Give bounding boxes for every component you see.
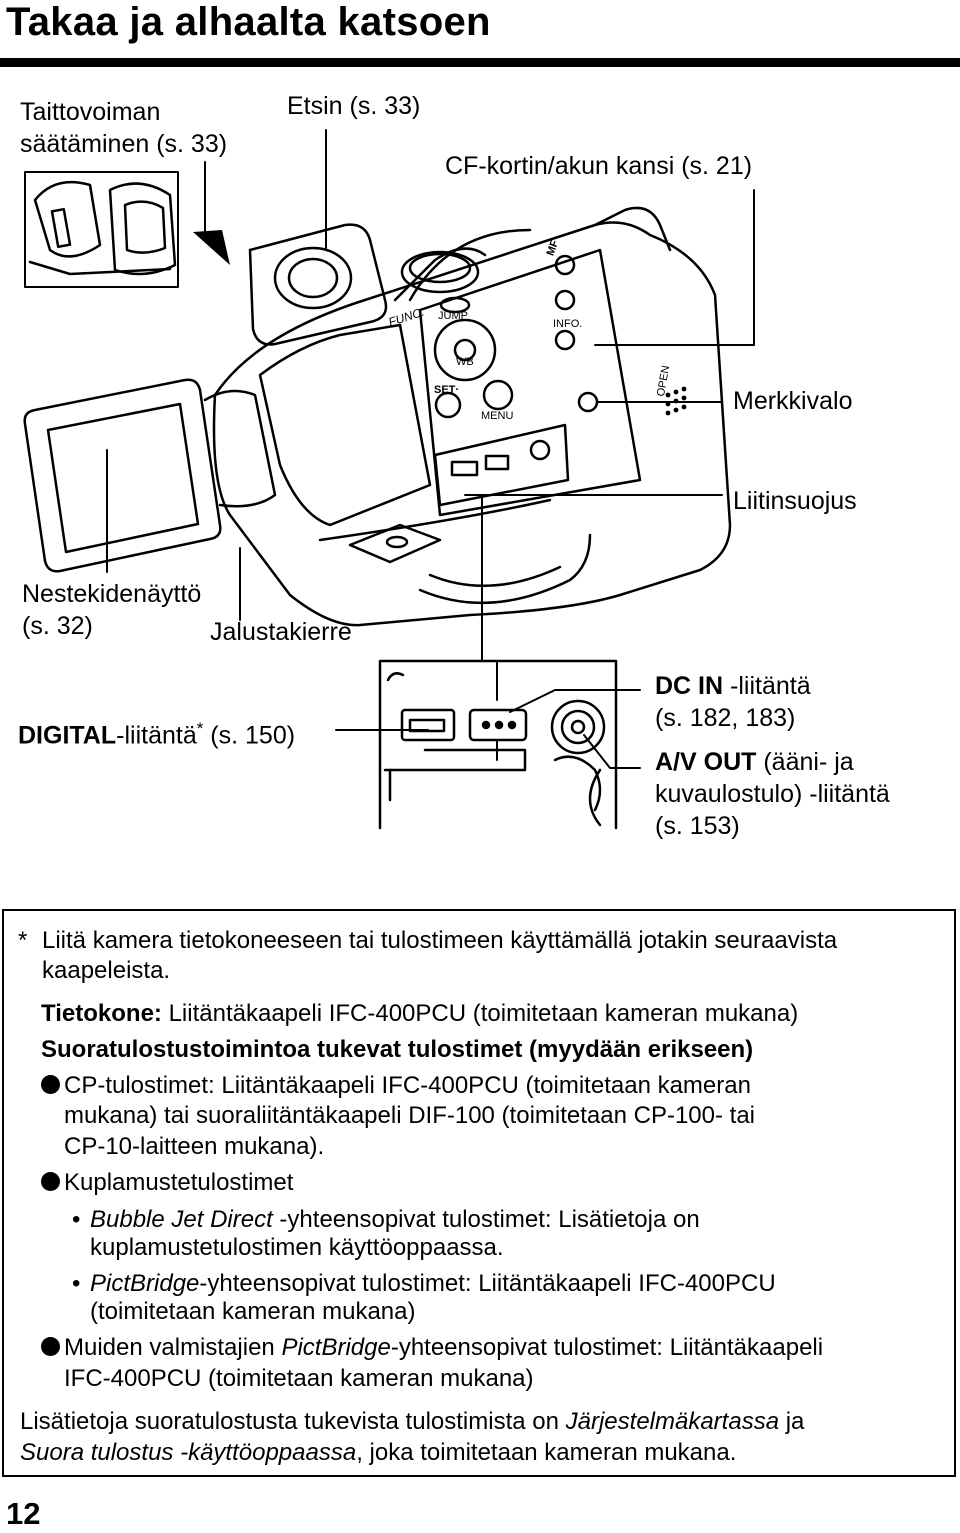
note-bj-rest: -yhteensopivat tulostimet: Lisätietoja o… [272, 1206, 700, 1233]
bullet-dot [41, 1075, 60, 1094]
lcd-label-line1: Nestekidenäyttö [22, 580, 202, 608]
lcd-label: Nestekidenäyttö (s. 32) [22, 578, 201, 642]
viewfinder-eyecup [248, 223, 388, 346]
note-other-rest: -yhteensopivat tulostimet: Liitäntäkaape… [390, 1334, 824, 1361]
tripod-label: Jalustakierre [210, 618, 352, 646]
bullet-dot [41, 1337, 60, 1356]
note-other-line2: IFC-400PCU (toimitetaan kameran mukana) [64, 1365, 534, 1392]
digital-label-page: (s. 150) [203, 721, 296, 750]
bullet-small: • [72, 1206, 81, 1233]
note-pb-italic: PictBridge [90, 1270, 200, 1297]
diopter-label-line1: Taittovoiman [20, 98, 161, 126]
av-out-line2: kuvaulostulo) -liitäntä [655, 780, 890, 808]
note-other-italic: PictBridge [281, 1334, 391, 1361]
note-direct-heading: Suoratulostustoimintoa tukevat tulostime… [41, 1036, 754, 1063]
note-pb-line2: (toimitetaan kameran mukana) [90, 1298, 416, 1325]
cf-cover-label: CF-kortin/akun kansi (s. 21) [445, 152, 753, 180]
diopter-label-line2: säätäminen (s. 33) [20, 130, 228, 158]
digital-terminal-label: DIGITAL-liitäntä* (s. 150) [18, 713, 295, 751]
menu-mark: MENU [481, 410, 514, 422]
diopter-label: Taittovoiman säätäminen (s. 33) [20, 96, 227, 160]
note-bubble-text: Kuplamustetulostimet [64, 1169, 294, 1196]
note-pc-line: Tietokone: Liitäntäkaapeli IFC-400PCU (t… [41, 998, 798, 1029]
lens [418, 533, 592, 605]
note-pb-line1: • PictBridge-yhteensopivat tulostimet: Li… [72, 1268, 776, 1299]
info-mark: INFO. [553, 318, 583, 330]
note-cp-text1: CP-tulostimet: Liitäntäkaapeli IFC-400PC… [64, 1072, 751, 1099]
bullet-small: • [72, 1270, 81, 1297]
note-star: * [18, 927, 28, 954]
av-out-page: (s. 153) [655, 812, 740, 840]
terminal-cover-label: Liitinsuojus [733, 487, 857, 515]
note-footer-italic1: Järjestelmäkartassa [565, 1408, 780, 1435]
note-intro-line1: Liitä kamera tietokoneeseen tai tulostim… [42, 927, 838, 954]
mode-dial [400, 250, 480, 294]
note-intro-line2: kaapeleista. [42, 957, 171, 984]
dc-in-rest: -liitäntä [723, 672, 811, 700]
cable-note-box: * Liitä kamera tietokoneeseen tai tulost… [2, 909, 956, 1477]
av-out-label: A/V OUT (ääni- ja kuvaulostulo) -liitänt… [655, 746, 890, 842]
note-cp-line2: mukana) tai suoraliitäntäkaapeli DIF-100… [64, 1102, 755, 1129]
note-pc-bold: Tietokone: [41, 1000, 162, 1027]
page-title: Takaa ja alhaalta katsoen [6, 0, 491, 44]
set-mark: SET· [434, 384, 460, 396]
page-number: 12 [6, 1496, 41, 1531]
flip-lcd [23, 378, 277, 573]
note-other-line1: Muiden valmistajien PictBridge-yhteensop… [41, 1332, 823, 1363]
bullet-dot [41, 1172, 60, 1191]
tripod-socket [348, 523, 442, 564]
note-cp-line3: CP-10-laitteen mukana). [64, 1133, 325, 1160]
digital-label-star: * [196, 719, 204, 738]
jump-mark: JUMP [438, 310, 468, 322]
button-cluster [433, 254, 599, 419]
wb-mark: WB [456, 356, 474, 368]
viewfinder-label: Etsin (s. 33) [287, 92, 421, 120]
indicator-label: Merkkivalo [733, 387, 853, 415]
note-pb-rest: -yhteensopivat tulostimet: Liitäntäkaape… [199, 1270, 776, 1297]
terminal-inset [378, 659, 618, 830]
title-rule [0, 58, 960, 67]
note-pc-rest: Liitäntäkaapeli IFC-400PCU (toimitetaan … [161, 1000, 799, 1027]
note-footer-rest: , joka toimitetaan kameran mukana. [356, 1439, 737, 1466]
note-footer-line1: Lisätietoja suoratulostusta tukevista tu… [20, 1406, 804, 1437]
note-footer-line2: Suora tulostus -käyttöoppaassa, joka toi… [20, 1437, 736, 1468]
leader-lines [106, 129, 755, 769]
av-out-bold: A/V OUT [655, 748, 757, 776]
diopter-inset [24, 171, 179, 288]
terminal-area [433, 423, 570, 507]
camera-diagram [23, 129, 755, 830]
note-footer-mid: ja [779, 1408, 805, 1435]
dc-in-page: (s. 182, 183) [655, 704, 796, 732]
note-bj-line1: • Bubble Jet Direct -yhteensopivat tulost… [72, 1204, 700, 1235]
note-bj-line2: kuplamustetulostimen käyttöoppaassa. [90, 1234, 504, 1261]
lcd-label-line2: (s. 32) [22, 612, 93, 640]
note-bubble-heading: Kuplamustetulostimet [41, 1167, 293, 1198]
note-footer-italic2: Suora tulostus -käyttöoppaassa [20, 1439, 357, 1466]
note-footer-pre: Lisätietoja suoratulostusta tukevista tu… [20, 1408, 566, 1435]
note-cp-line1: CP-tulostimet: Liitäntäkaapeli IFC-400PC… [41, 1070, 751, 1101]
dc-in-bold: DC IN [655, 672, 724, 700]
digital-label-bold: DIGITAL [18, 721, 117, 750]
digital-label-rest: -liitäntä [116, 721, 197, 750]
camera-body [212, 206, 732, 627]
av-out-rest: (ääni- ja [756, 748, 854, 776]
dc-in-label: DC IN -liitäntä (s. 182, 183) [655, 670, 811, 734]
note-bj-italic: Bubble Jet Direct [90, 1206, 273, 1233]
note-other-pre: Muiden valmistajien [64, 1334, 282, 1361]
